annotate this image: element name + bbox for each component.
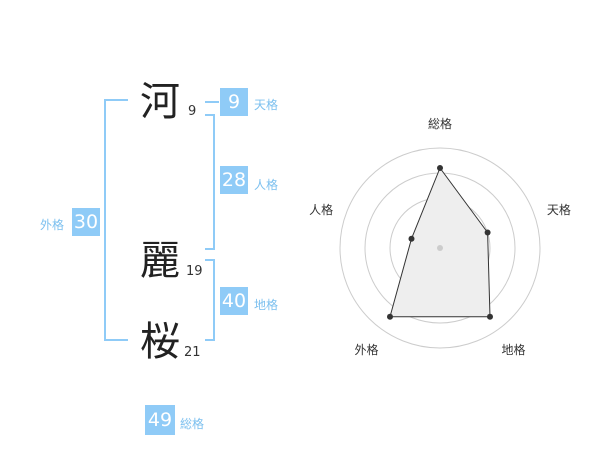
gaikaku-label: 外格 — [40, 218, 65, 232]
jinkaku-label: 人格 — [254, 178, 279, 192]
gaikaku-value-badge: 30 — [72, 208, 100, 236]
chikaku-bracket-top — [205, 259, 215, 261]
jinkaku-bracket-vertical — [213, 114, 215, 250]
jinkaku-bracket-bottom — [205, 248, 215, 250]
soukaku-value-badge: 49 — [145, 405, 175, 435]
name-char-2: 麗 — [140, 238, 180, 284]
radar-point-総格 — [437, 165, 443, 171]
radar-axis-label: 人格 — [309, 203, 334, 218]
radar-point-人格 — [408, 235, 415, 242]
tenkaku-label: 天格 — [254, 98, 279, 112]
radar-axis-label: 地格 — [501, 343, 526, 358]
radar-ring — [339, 147, 541, 349]
radar-point-地格 — [487, 313, 493, 320]
stroke-count-1: 9 — [188, 104, 197, 119]
name-char-3: 桜 — [140, 319, 180, 365]
name-char-1: 河 — [140, 79, 180, 125]
chikaku-label: 地格 — [254, 298, 279, 312]
radar-chart — [339, 147, 541, 349]
chikaku-bracket-vertical — [213, 259, 215, 341]
radar-axis-label: 外格 — [354, 343, 379, 358]
gaikaku-bracket-top — [104, 99, 128, 101]
stroke-count-2: 19 — [186, 264, 203, 279]
stroke-count-3: 21 — [184, 345, 201, 360]
chikaku-bracket-bottom — [205, 339, 215, 341]
radar-point-天格 — [484, 229, 491, 236]
gaikaku-bracket-vertical — [104, 99, 106, 341]
radar-axis-label: 総格 — [427, 117, 452, 131]
radar-axis-label: 天格 — [546, 203, 571, 218]
jinkaku-value-badge: 28 — [220, 166, 248, 194]
tenkaku-value-badge: 9 — [220, 88, 248, 116]
soukaku-label: 総格 — [180, 417, 205, 431]
radar-center-dot — [437, 245, 443, 251]
tenkaku-connector — [205, 101, 219, 103]
gaikaku-bracket-bottom — [104, 339, 128, 341]
jinkaku-bracket-top — [205, 114, 215, 116]
radar-polygon — [389, 166, 491, 318]
radar-point-外格 — [387, 313, 393, 320]
chikaku-value-badge: 40 — [220, 287, 248, 315]
